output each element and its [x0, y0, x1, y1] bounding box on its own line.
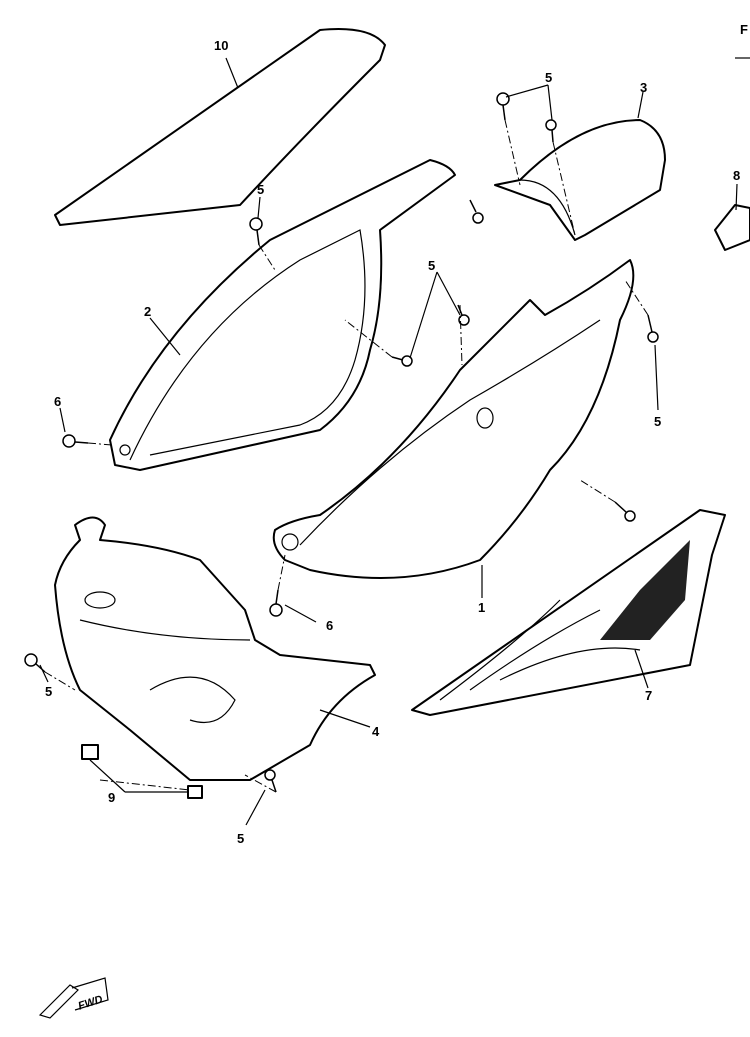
callout-5-left: 5: [257, 182, 264, 197]
callout-3: 3: [640, 80, 647, 95]
part-7-graphic-decal: [411, 509, 726, 716]
callout-5-lower-left: 5: [45, 684, 52, 699]
callout-1: 1: [478, 600, 485, 615]
callout-5-bottom: 5: [237, 831, 244, 846]
screws: [24, 92, 659, 793]
callout-7: 7: [645, 688, 652, 703]
part-8-emblem: [714, 204, 750, 251]
part-1-side-cover: [272, 259, 635, 579]
callout-6-mid: 6: [326, 618, 333, 633]
part-2-side-cover: [109, 159, 456, 471]
callout-4: 4: [372, 724, 380, 739]
callout-5-right: 5: [654, 414, 661, 429]
callout-5-mid: 5: [428, 258, 435, 273]
callout-labels: 10 5 3 8 5 2 5 6 5 1 6 5 7 4 9 5 F: [45, 22, 748, 846]
callout-2: 2: [144, 304, 151, 319]
callout-5-top: 5: [545, 70, 552, 85]
leader-lines: [39, 57, 750, 826]
assembly-guide-lines: [44, 119, 649, 793]
callout-10: 10: [214, 38, 228, 53]
part-3-rear-cover: [494, 119, 666, 241]
part-10-seat-panel: [54, 28, 386, 226]
callout-8: 8: [733, 168, 740, 183]
callout-9: 9: [108, 790, 115, 805]
fwd-label: FWD: [77, 993, 105, 1012]
part-9-clips: [81, 744, 203, 799]
corner-label: F: [740, 22, 748, 37]
part-4-under-cover: [54, 516, 376, 781]
forward-direction-flag-icon: FWD: [38, 977, 109, 1019]
callout-6-left: 6: [54, 394, 61, 409]
